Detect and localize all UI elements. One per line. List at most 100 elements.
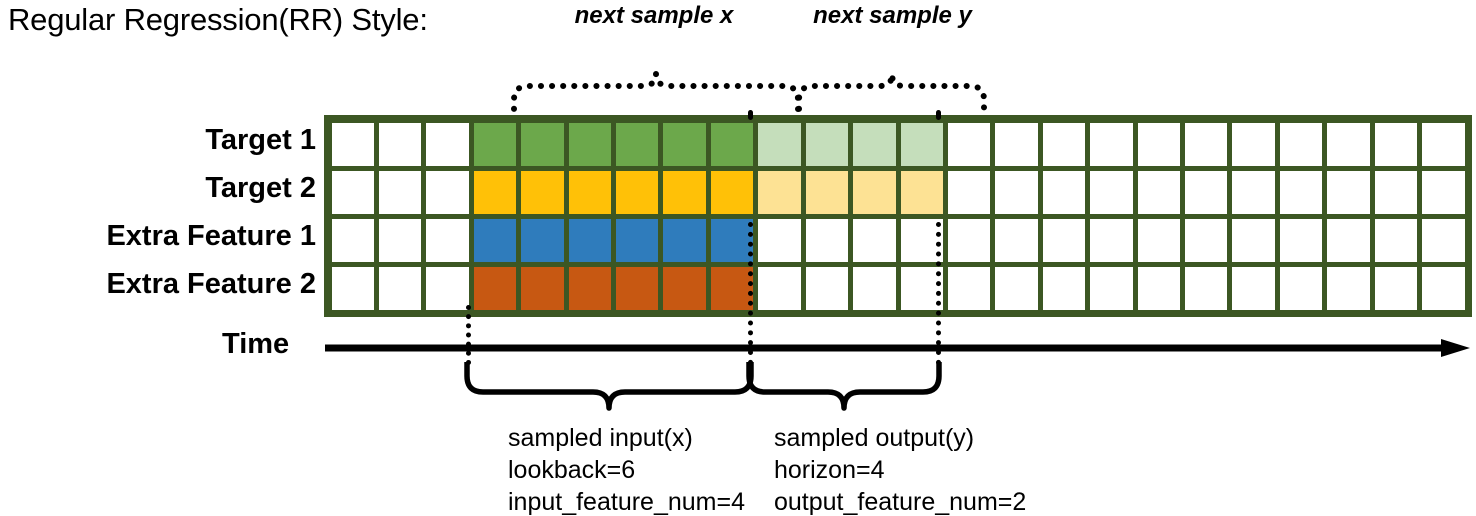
grid-cell-empty	[426, 170, 469, 214]
grid-cell-input	[568, 218, 611, 262]
grid-cell-empty	[995, 218, 1038, 262]
grid-cell-empty	[1232, 122, 1275, 166]
grid-cell-empty	[1327, 218, 1370, 262]
guide-output-end-top	[936, 110, 941, 120]
row-label-target-2: Target 2	[205, 172, 316, 204]
grid-cell-output	[853, 170, 896, 214]
grid-cell-empty	[1042, 266, 1086, 310]
grid-cell-input	[521, 122, 564, 166]
grid-cell-empty	[1137, 170, 1180, 214]
grid-cell-empty	[1374, 266, 1418, 310]
grid-cell-input	[521, 266, 564, 310]
grid-cell-empty	[1090, 218, 1133, 262]
grid-cell-empty	[378, 218, 422, 262]
guide-input-end-top	[748, 110, 753, 120]
time-axis-label: Time	[222, 328, 290, 360]
grid-cell-empty	[805, 266, 849, 310]
grid-cell-output	[900, 122, 943, 166]
grid-cell-input	[663, 266, 706, 310]
grid-cell-empty	[758, 218, 801, 262]
grid-cell-empty	[1090, 122, 1133, 166]
grid-cell-output	[805, 170, 849, 214]
grid-cell-empty	[1042, 218, 1086, 262]
guide-output-end	[936, 222, 941, 365]
grid-cell-empty	[805, 218, 849, 262]
grid-cell-input	[663, 218, 706, 262]
grid-cell-empty	[995, 170, 1038, 214]
grid-cell-input	[568, 170, 611, 214]
grid-cell-empty	[1232, 266, 1275, 310]
grid-cell-empty	[1090, 170, 1133, 214]
grid-cell-empty	[1327, 122, 1370, 166]
grid-cell-empty	[853, 266, 896, 310]
grid-cell-output	[900, 170, 943, 214]
bottom-caption-output-line-3: output_feature_num=2	[774, 487, 1027, 516]
grid-cell-input	[663, 122, 706, 166]
grid-cell-input	[521, 218, 564, 262]
grid-cell-input	[521, 170, 564, 214]
grid-cell-output	[758, 122, 801, 166]
grid-cell-empty	[1422, 122, 1465, 166]
grid-cell-input	[473, 170, 517, 214]
grid-cell-empty	[331, 170, 374, 214]
grid-cell-empty	[426, 218, 469, 262]
grid-cell-empty	[1137, 122, 1180, 166]
grid-cell-empty	[1137, 266, 1180, 310]
row-label-target-1: Target 1	[205, 124, 316, 156]
grid-cell-input	[710, 266, 754, 310]
top-brace-x	[511, 73, 801, 120]
grid-cell-input	[568, 266, 611, 310]
grid-cell-empty	[1185, 170, 1228, 214]
grid-cell-input	[616, 122, 659, 166]
grid-cell-input	[710, 218, 754, 262]
grid-cell-empty	[426, 122, 469, 166]
grid-cell-output	[853, 122, 896, 166]
time-axis-arrow	[325, 339, 1470, 357]
grid-cell-empty	[995, 266, 1038, 310]
bottom-brace-input	[464, 362, 754, 411]
grid-cell-empty	[331, 218, 374, 262]
grid-cell-input	[616, 218, 659, 262]
grid-cell-empty	[947, 266, 991, 310]
grid-cell-input	[568, 122, 611, 166]
grid-cell-empty	[947, 170, 991, 214]
grid-cell-empty	[1042, 170, 1086, 214]
grid-cell-input	[473, 122, 517, 166]
page-title: Regular Regression(RR) Style:	[8, 2, 428, 37]
grid-cell-input	[710, 170, 754, 214]
grid-cell-empty	[1279, 218, 1323, 262]
grid-cell-empty	[900, 266, 943, 310]
grid-cell-output	[805, 122, 849, 166]
timeline-grid	[324, 115, 1472, 317]
grid-cell-input	[616, 170, 659, 214]
bottom-caption-input-line-1: sampled input(x)	[508, 424, 693, 452]
grid-cell-empty	[378, 122, 422, 166]
grid-cell-empty	[331, 122, 374, 166]
grid-cell-input	[473, 218, 517, 262]
grid-cell-empty	[1279, 122, 1323, 166]
grid-cell-empty	[1422, 218, 1465, 262]
grid-cell-empty	[947, 218, 991, 262]
top-brace-y	[796, 73, 987, 120]
grid-cell-empty	[1422, 170, 1465, 214]
grid-cell-output	[758, 170, 801, 214]
grid-cell-empty	[758, 266, 801, 310]
grid-cell-empty	[1137, 218, 1180, 262]
grid-cell-input	[663, 170, 706, 214]
row-label-extra-feature-1: Extra Feature 1	[106, 220, 316, 252]
grid-cell-empty	[1374, 122, 1418, 166]
grid-cell-empty	[995, 122, 1038, 166]
top-brace-caption-x: next sample x	[574, 2, 734, 29]
bottom-caption-input-line-2: lookback=6	[508, 455, 636, 484]
bottom-caption-output-line-1: sampled output(y)	[774, 424, 975, 452]
grid-cell-empty	[1042, 122, 1086, 166]
grid-cell-input	[710, 122, 754, 166]
grid-cell-empty	[947, 122, 991, 166]
bottom-caption-output: sampled output(y) horizon=4 output_featu…	[774, 423, 1026, 516]
bottom-caption-output-line-2: horizon=4	[774, 455, 885, 484]
grid-cell-empty	[1232, 218, 1275, 262]
grid-cell-empty	[853, 218, 896, 262]
grid-cell-empty	[1279, 266, 1323, 310]
grid-cell-input	[473, 266, 517, 310]
grid-cell-empty	[1090, 266, 1133, 310]
